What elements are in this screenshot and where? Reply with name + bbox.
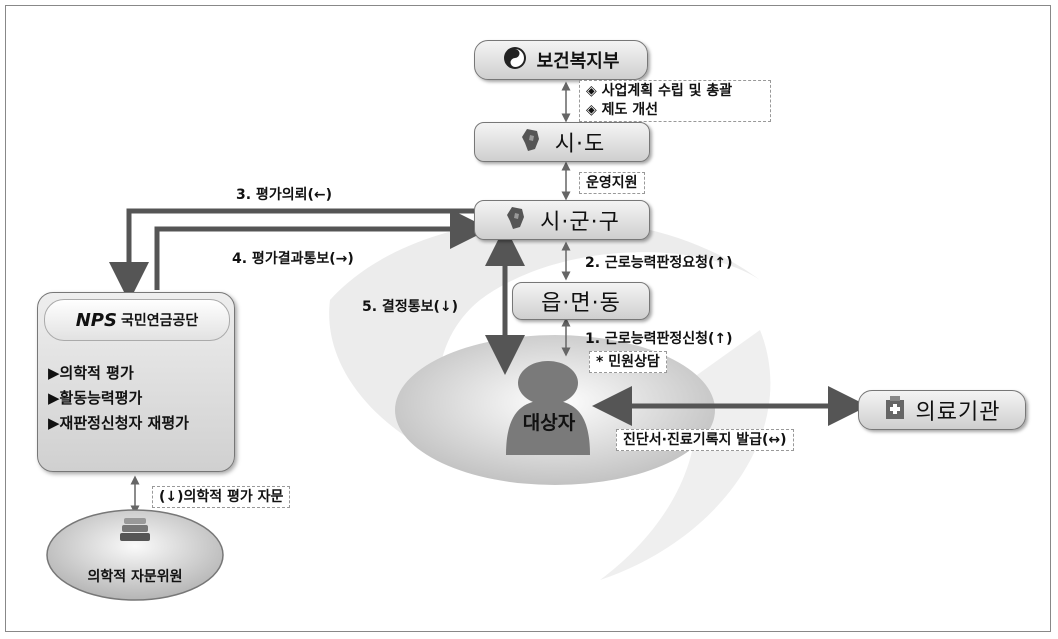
nps-item-list: ▶의학적 평가 ▶활동능력평가 ▶재판정신청자 재평가 bbox=[48, 361, 189, 436]
medical-institution-label: 의료기관 bbox=[915, 400, 1001, 425]
arrow-eval-result bbox=[154, 209, 490, 290]
map-icon bbox=[504, 205, 530, 235]
nps-box: NPS 국민연금공단 ▶의학적 평가 ▶활동능력평가 ▶재판정신청자 재평가 bbox=[37, 292, 235, 472]
medical-institution-box: 의료기관 bbox=[858, 390, 1026, 430]
advisory-ellipse bbox=[46, 509, 224, 601]
nps-name: 국민연금공단 bbox=[120, 313, 199, 329]
operation-support-note: 운영지원 bbox=[579, 172, 645, 194]
sigungu-box: 시·군·구 bbox=[474, 200, 650, 240]
judge-apply-label: 1. 근로능력판정신청(↑) bbox=[585, 331, 733, 347]
diagram-frame bbox=[5, 5, 1051, 632]
diagnosis-note: 진단서·진료기록지 발급(↔) bbox=[616, 429, 794, 451]
mohw-box: 보건복지부 bbox=[474, 40, 648, 80]
server-icon bbox=[120, 518, 150, 541]
person-icon bbox=[506, 361, 590, 455]
eupmyeondong-label: 읍·면·동 bbox=[541, 291, 621, 316]
eval-request-label: 3. 평가의뢰(←) bbox=[236, 187, 332, 203]
mohw-role-2: ◈ 제도 개선 bbox=[586, 102, 659, 118]
nps-header: NPS 국민연금공단 bbox=[44, 299, 230, 341]
sigungu-label: 시·군·구 bbox=[540, 210, 620, 235]
taegeuk-icon bbox=[503, 46, 527, 74]
advisory-label: 의학적 자문위원 bbox=[87, 569, 183, 585]
decision-notice-label: 5. 결정통보(↓) bbox=[362, 299, 458, 315]
subject-label: 대상자 bbox=[522, 412, 576, 434]
nps-item: ▶재판정신청자 재평가 bbox=[48, 414, 189, 432]
eval-result-label: 4. 평가결과통보(→) bbox=[232, 251, 354, 267]
sido-label: 시·도 bbox=[554, 132, 606, 157]
nps-item: ▶활동능력평가 bbox=[48, 389, 143, 407]
hospital-icon bbox=[884, 396, 906, 424]
nps-logo: NPS bbox=[75, 309, 117, 331]
mohw-roles-note: ◈ 사업계획 수립 및 총괄 ◈ 제도 개선 bbox=[579, 80, 771, 122]
eupmyeondong-box: 읍·면·동 bbox=[512, 282, 650, 320]
nps-item: ▶의학적 평가 bbox=[48, 364, 134, 382]
map-icon bbox=[519, 127, 545, 157]
arrow-eval-request bbox=[109, 208, 474, 302]
judge-request-label: 2. 근로능력판정요청(↑) bbox=[585, 255, 733, 271]
mohw-label: 보건복지부 bbox=[536, 51, 620, 72]
advisory-note: (↓)의학적 평가 자문 bbox=[152, 486, 291, 508]
sido-box: 시·도 bbox=[474, 122, 650, 162]
mohw-role-1: ◈ 사업계획 수립 및 총괄 bbox=[586, 83, 733, 99]
consult-note: * 민원상담 bbox=[589, 351, 667, 373]
